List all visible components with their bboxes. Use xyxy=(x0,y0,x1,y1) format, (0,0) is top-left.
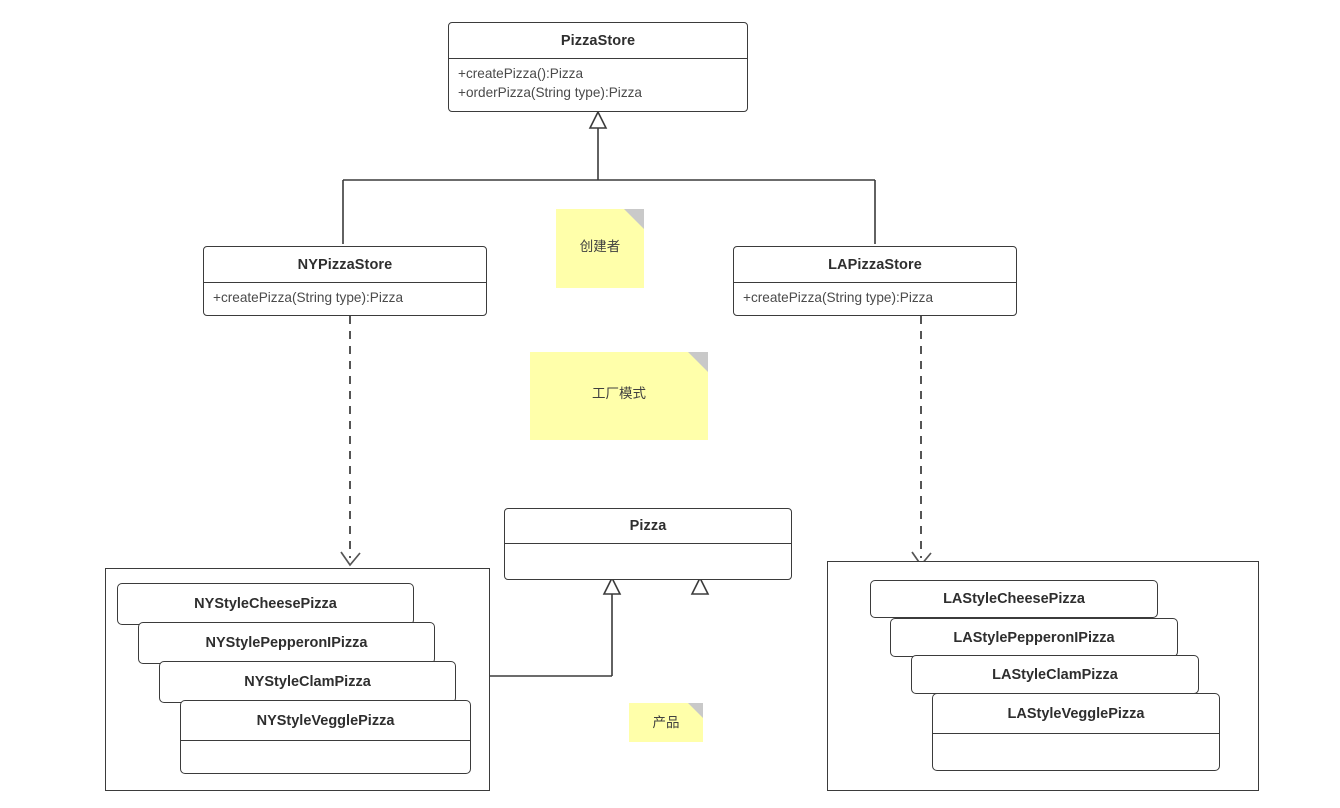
dependency-la-products xyxy=(911,316,932,567)
note-creator-text: 创建者 xyxy=(579,238,621,254)
class-nypizzastore-title: NYPizzaStore xyxy=(297,256,393,273)
operation-orderPizza: +orderPizza(String type):Pizza xyxy=(458,85,642,101)
card-nystylevegglepizza[interactable]: NYStyleVegglePizza xyxy=(180,700,471,774)
class-pizza[interactable]: Pizza xyxy=(504,508,792,580)
card-lastyleclampizza-label: LAStyleClamPizza xyxy=(992,666,1118,683)
class-lapizzastore-title: LAPizzaStore xyxy=(828,256,922,273)
card-nystylepepperonipizza-label: NYStylePepperonIPizza xyxy=(205,635,368,651)
card-nystylevegglepizza-body xyxy=(181,741,470,773)
card-lastylevegglepizza-label: LAStyleVegglePizza xyxy=(933,694,1219,734)
operation-ny-createPizza: +createPizza(String type):Pizza xyxy=(213,290,404,305)
note-fold-icon xyxy=(688,703,703,718)
card-lastylecheesepizza[interactable]: LAStyleCheesePizza xyxy=(870,580,1158,618)
operation-createPizza: +createPizza():Pizza xyxy=(458,66,584,81)
card-lastylevegglepizza[interactable]: LAStyleVegglePizza xyxy=(932,693,1220,771)
class-pizzastore-operations: +createPizza():Pizza +orderPizza(String … xyxy=(449,58,747,113)
dependency-ny-products xyxy=(340,316,361,567)
note-product[interactable]: 产品 xyxy=(629,703,703,742)
class-lapizzastore-operations: +createPizza(String type):Pizza xyxy=(734,282,1016,317)
class-pizzastore-title: PizzaStore xyxy=(560,32,636,49)
card-nystylecheesepizza-label: NYStyleCheesePizza xyxy=(194,596,337,612)
card-lastylepepperonipizza-label: LAStylePepperonIPizza xyxy=(953,629,1115,646)
card-lastyleclampizza[interactable]: LAStyleClamPizza xyxy=(911,655,1199,694)
card-lastylepepperonipizza[interactable]: LAStylePepperonIPizza xyxy=(890,618,1178,657)
generalization-ny-pizza xyxy=(490,576,622,677)
card-nystylecheesepizza[interactable]: NYStyleCheesePizza xyxy=(117,583,414,625)
card-nystyleclampizza-label: NYStyleClamPizza xyxy=(244,674,371,690)
card-nystylepepperonipizza[interactable]: NYStylePepperonIPizza xyxy=(138,622,435,664)
note-fold-icon xyxy=(688,352,708,372)
class-pizza-operations xyxy=(505,543,791,580)
card-lastylecheesepizza-label: LAStyleCheesePizza xyxy=(943,591,1085,607)
class-pizza-title: Pizza xyxy=(629,518,667,534)
card-nystyleclampizza[interactable]: NYStyleClamPizza xyxy=(159,661,456,703)
note-product-text: 产品 xyxy=(652,714,680,730)
class-pizzastore[interactable]: PizzaStore +createPizza():Pizza +orderPi… xyxy=(448,22,748,112)
note-creator[interactable]: 创建者 xyxy=(556,209,644,288)
class-nypizzastore-operations: +createPizza(String type):Pizza xyxy=(204,282,486,317)
card-nystylevegglepizza-label: NYStyleVegglePizza xyxy=(181,701,470,741)
operation-la-createPizza: +createPizza(String type):Pizza xyxy=(743,290,934,305)
class-lapizzastore[interactable]: LAPizzaStore +createPizza(String type):P… xyxy=(733,246,1017,316)
card-lastylevegglepizza-body xyxy=(933,734,1219,770)
note-fold-icon xyxy=(624,209,644,229)
class-nypizzastore[interactable]: NYPizzaStore +createPizza(String type):P… xyxy=(203,246,487,316)
note-factory-pattern-text: 工厂模式 xyxy=(592,386,646,402)
note-factory-pattern[interactable]: 工厂模式 xyxy=(530,352,708,440)
